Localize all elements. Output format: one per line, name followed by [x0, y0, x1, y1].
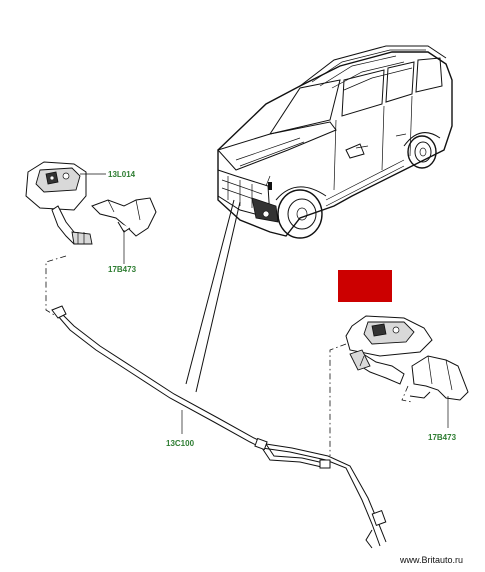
right-washer-jet: [345, 315, 433, 385]
right-bracket: [409, 355, 469, 401]
connection-line-right: [329, 343, 347, 456]
part-label-17B473-right: 17B473: [428, 433, 457, 442]
vehicle-illustration: [217, 45, 453, 239]
highlight-marker: [338, 270, 392, 302]
hose-callout: 13C100: [166, 410, 195, 448]
washer-hose: [51, 305, 387, 549]
right-callouts: 17B473: [428, 396, 457, 442]
left-bracket: [91, 197, 157, 237]
connection-line-right-bracket: [401, 385, 413, 403]
part-label-13L014: 13L014: [108, 170, 136, 179]
watermark-text: www.Britauto.ru: [399, 555, 463, 565]
left-callouts: 13L014 17B473: [80, 170, 137, 274]
part-label-13C100: 13C100: [166, 439, 195, 448]
left-washer-jet: [25, 161, 93, 245]
connection-line-left: [45, 255, 67, 317]
leader-lines: [185, 199, 241, 393]
part-label-17B473-left: 17B473: [108, 265, 137, 274]
